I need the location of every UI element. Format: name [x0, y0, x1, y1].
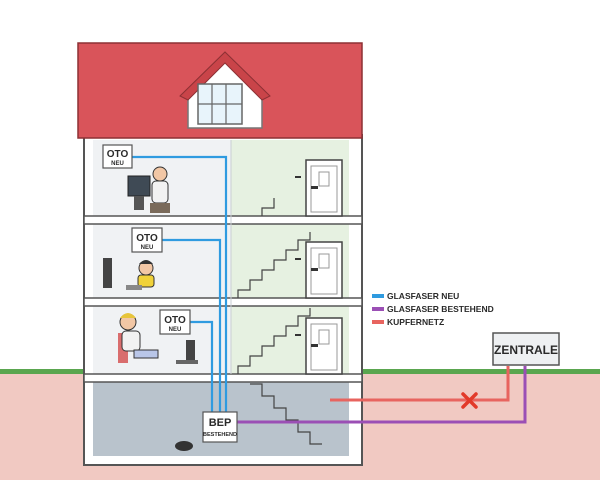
svg-text:GLASFASER NEU: GLASFASER NEU	[387, 291, 459, 301]
svg-text:GLASFASER BESTEHEND: GLASFASER BESTEHEND	[387, 304, 494, 314]
zentrale-box: ZENTRALE	[492, 332, 560, 366]
person-computer-icon	[127, 166, 170, 213]
dormer-roof	[179, 51, 271, 101]
oto-box-middle: OTO NEU	[131, 227, 163, 253]
door-top	[295, 159, 343, 217]
svg-text:ZENTRALE: ZENTRALE	[494, 343, 558, 357]
svg-text:NEU: NEU	[169, 327, 182, 333]
rat-icon	[175, 441, 193, 451]
legend-item-fiber-new: GLASFASER NEU	[372, 291, 459, 301]
legend-item-fiber-existing: GLASFASER BESTEHEND	[372, 304, 494, 314]
svg-text:KUPFERNETZ: KUPFERNETZ	[387, 317, 444, 327]
svg-text:NEU: NEU	[141, 245, 154, 251]
svg-text:BESTEHEND: BESTEHEND	[203, 432, 237, 438]
stairs-middle	[237, 232, 311, 298]
svg-text:BEP: BEP	[209, 417, 232, 429]
cross-icon	[461, 392, 478, 409]
oto-box-top: OTO NEU	[102, 144, 133, 169]
person-tv-icon	[118, 313, 198, 364]
oto-box-low: OTO NEU	[159, 309, 191, 335]
door-low	[295, 317, 343, 375]
legend-item-copper: KUPFERNETZ	[372, 317, 444, 327]
door-middle	[295, 241, 343, 299]
svg-text:OTO: OTO	[107, 149, 129, 160]
legend: GLASFASER NEU GLASFASER BESTEHEND KUPFER…	[372, 291, 494, 327]
copper-line	[330, 366, 510, 402]
fiber-existing-line	[234, 366, 527, 424]
stairs-basement	[250, 383, 322, 445]
svg-text:OTO: OTO	[164, 315, 186, 326]
bep-box: BEP BESTEHEND	[202, 411, 238, 443]
child-laptop-icon	[103, 258, 155, 290]
svg-text:NEU: NEU	[111, 161, 124, 167]
stairs-low	[237, 308, 311, 374]
fiber-new-lines	[132, 155, 228, 412]
svg-text:OTO: OTO	[136, 233, 158, 244]
